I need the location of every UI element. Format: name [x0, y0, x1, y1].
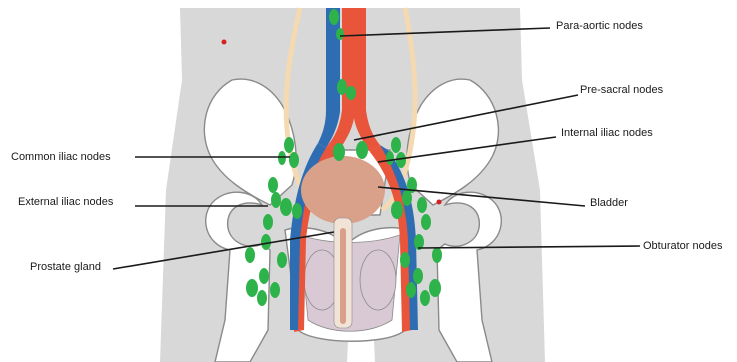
lymph-node — [432, 247, 442, 263]
bladder — [301, 156, 385, 224]
lymph-node — [259, 268, 269, 284]
label-external-iliac-nodes: External iliac nodes — [18, 196, 113, 209]
lymph-node — [429, 279, 441, 297]
lymph-node — [406, 282, 416, 298]
label-internal-iliac-nodes: Internal iliac nodes — [561, 127, 653, 140]
lymph-node — [263, 214, 273, 230]
red-dot-marker — [437, 200, 442, 205]
lymph-node — [257, 290, 267, 306]
label-common-iliac-nodes: Common iliac nodes — [11, 151, 111, 164]
lymph-node — [268, 177, 278, 193]
label-bladder: Bladder — [590, 197, 628, 210]
lymph-node — [402, 190, 412, 206]
lymph-node — [346, 86, 356, 100]
lymph-node — [400, 252, 410, 268]
lymph-node — [417, 197, 427, 213]
lymph-node — [337, 79, 347, 95]
label-obturator-nodes: Obturator nodes — [643, 240, 723, 253]
lymph-node — [245, 247, 255, 263]
label-para-aortic-nodes: Para-aortic nodes — [556, 20, 643, 33]
lymph-node — [277, 252, 287, 268]
lymph-node — [356, 141, 368, 159]
lymph-node — [329, 9, 339, 25]
red-dot-marker — [222, 40, 227, 45]
lymph-node — [333, 143, 345, 161]
lymph-node — [284, 137, 294, 153]
lymph-node — [280, 198, 292, 216]
lymph-node — [246, 279, 258, 297]
lymph-node — [391, 137, 401, 153]
lymph-node — [270, 282, 280, 298]
lymph-node — [413, 268, 423, 284]
lymph-node — [386, 151, 394, 165]
lymph-node — [420, 290, 430, 306]
lymph-node — [289, 152, 299, 168]
lymph-node — [292, 203, 302, 219]
right-pelvic-muscle — [360, 250, 396, 310]
lymph-node — [336, 28, 344, 40]
lymph-node — [391, 201, 403, 219]
label-prostate-gland: Prostate gland — [30, 261, 101, 274]
lymph-node — [278, 151, 286, 165]
urethra — [340, 228, 346, 324]
lymph-node — [421, 214, 431, 230]
label-pre-sacral-nodes: Pre-sacral nodes — [580, 84, 663, 97]
lymph-node — [271, 192, 281, 208]
